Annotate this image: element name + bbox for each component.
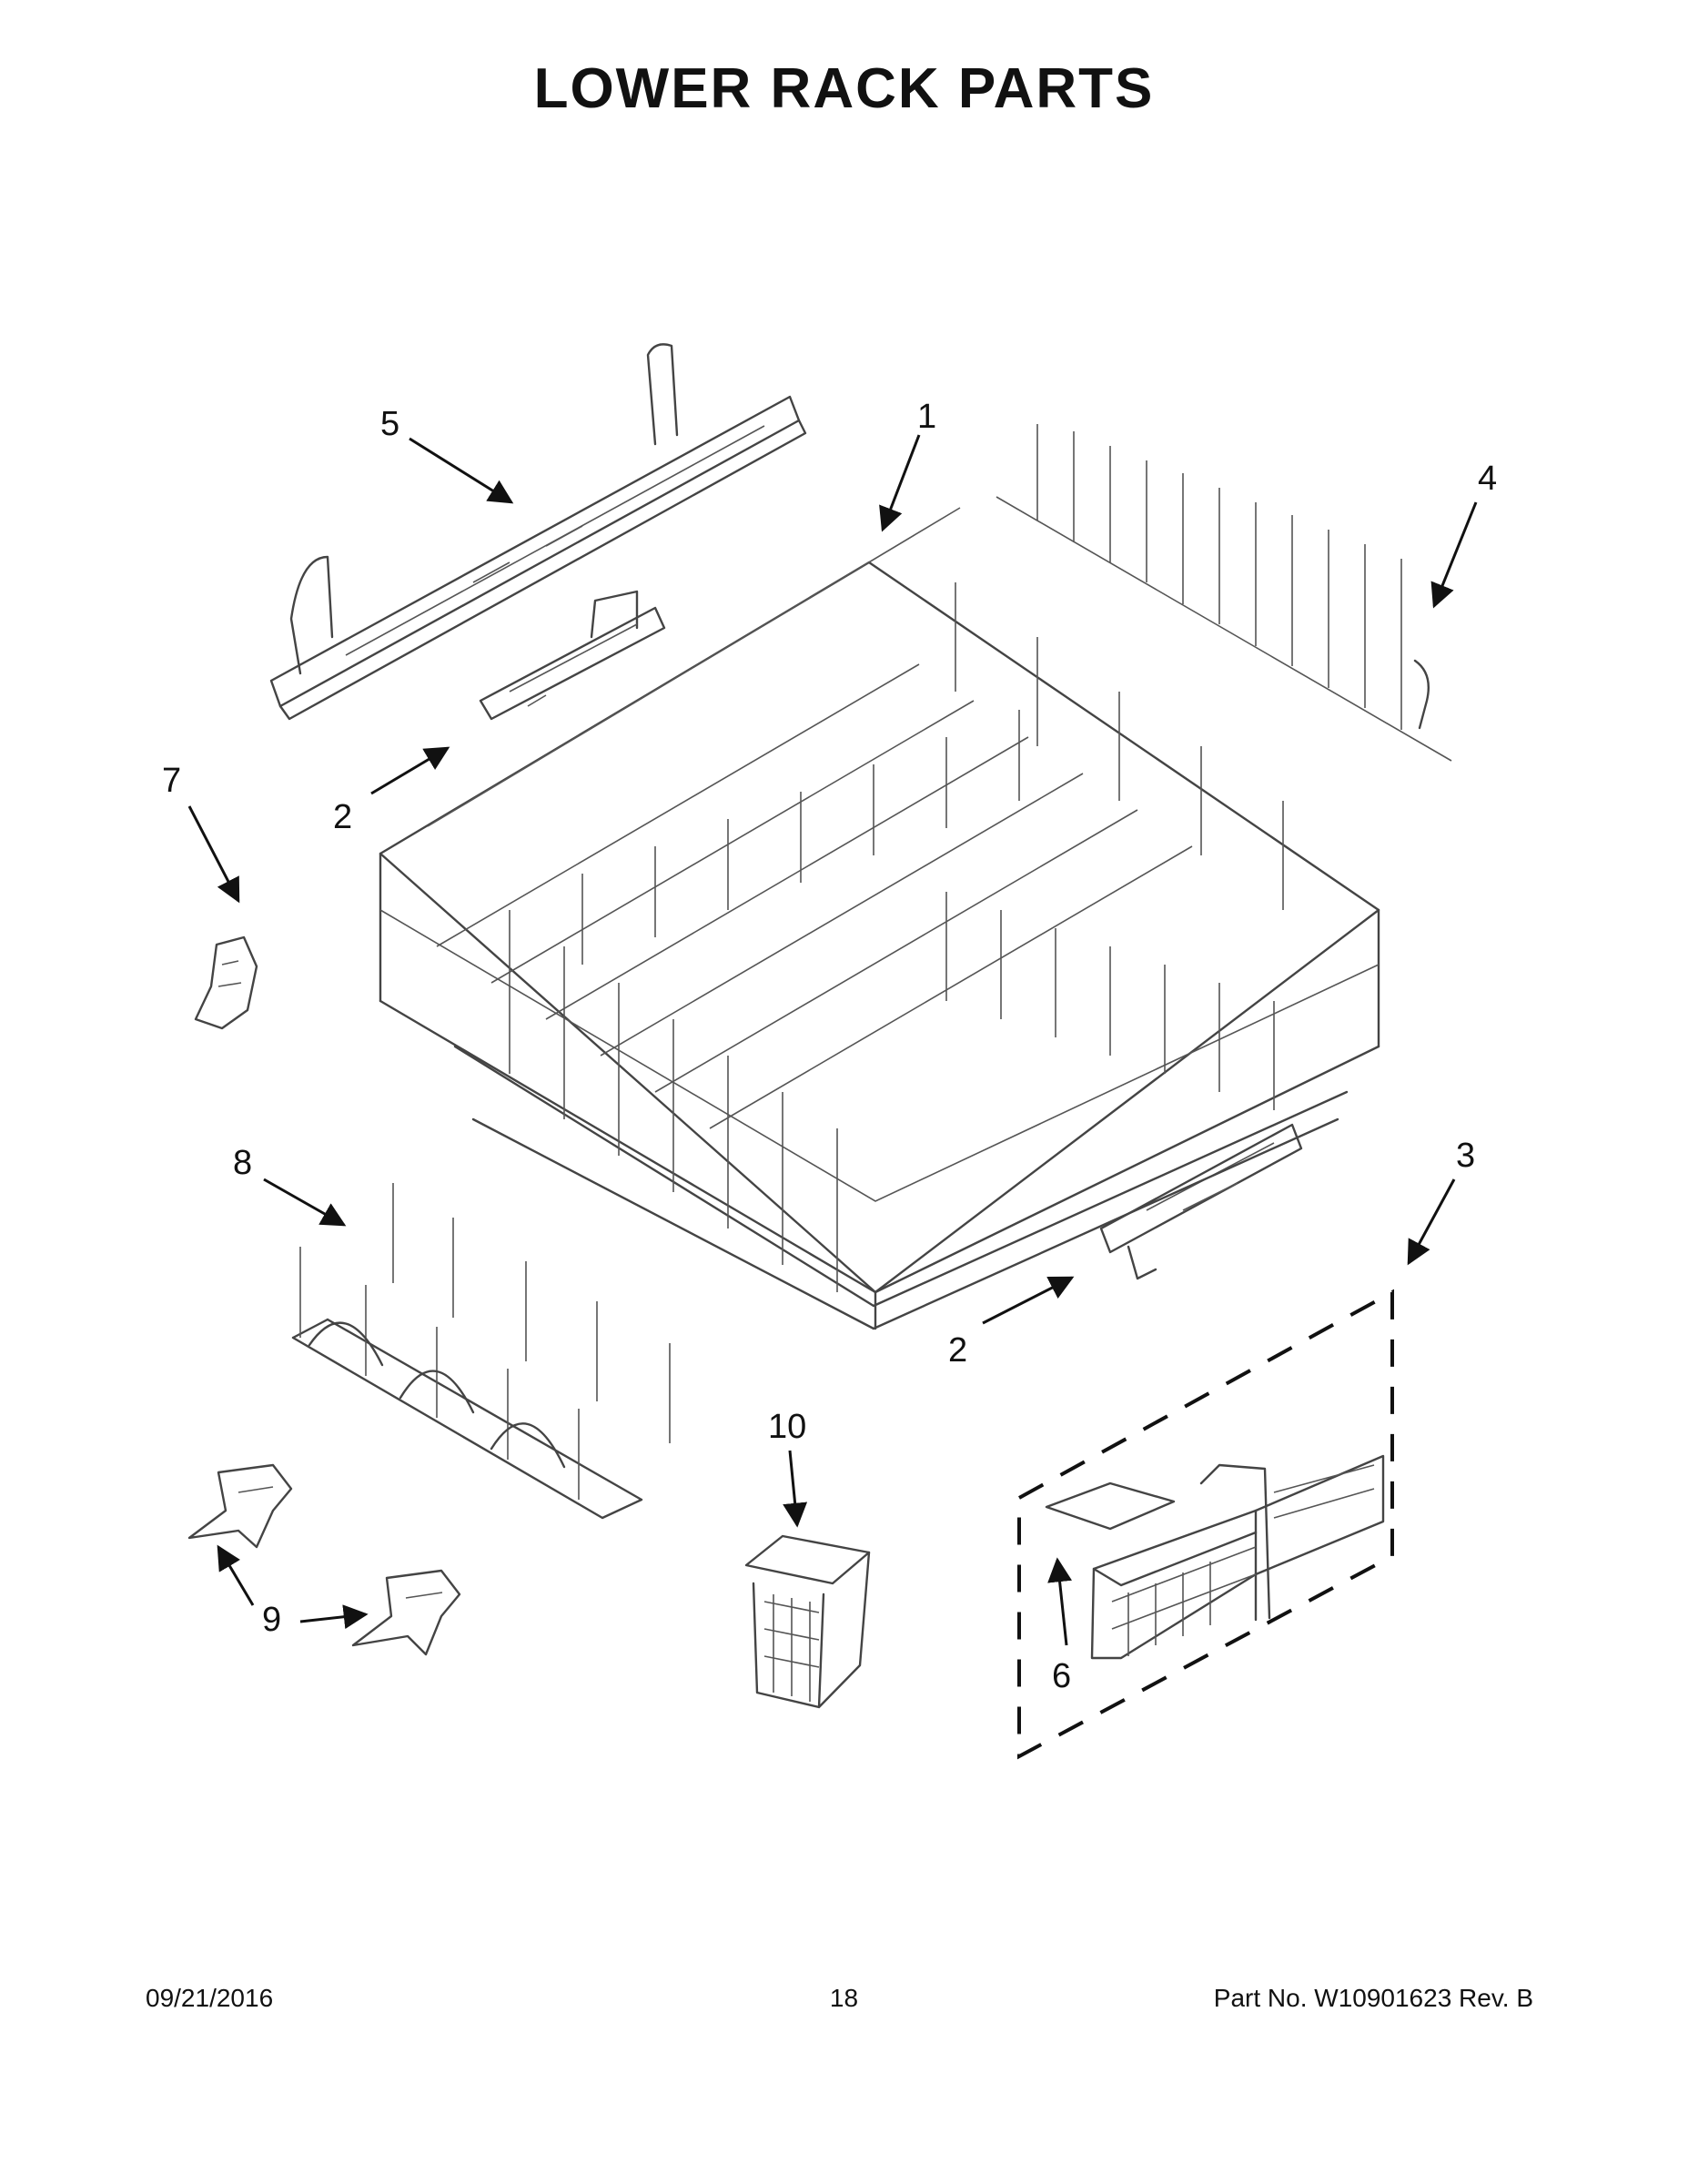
callout-2-upper: 2 bbox=[333, 798, 352, 836]
callout-3: 3 bbox=[1456, 1137, 1475, 1175]
leader-2-upper bbox=[370, 746, 450, 795]
leader-2-lower bbox=[982, 1276, 1075, 1325]
footer-page-number: 18 bbox=[829, 1984, 859, 2012]
leader-9b bbox=[299, 1604, 369, 1630]
page-title: LOWER RACK PARTS bbox=[533, 57, 1155, 120]
part-4-tub-wall[interactable] bbox=[996, 424, 1452, 762]
leader-9a bbox=[217, 1544, 255, 1606]
footer-date: 09/21/2016 bbox=[146, 1984, 274, 2012]
callout-9: 9 bbox=[262, 1601, 281, 1639]
callout-4: 4 bbox=[1478, 460, 1497, 498]
leader-10 bbox=[783, 1450, 808, 1528]
part-1-lower-rack[interactable] bbox=[379, 507, 1380, 1330]
leader-1 bbox=[879, 434, 921, 532]
leader-5 bbox=[409, 437, 514, 504]
leader-6 bbox=[1047, 1557, 1072, 1646]
part-3-group-boundary bbox=[1017, 1289, 1394, 1760]
part-2-lower-bracket[interactable] bbox=[1099, 1123, 1303, 1280]
leader-8 bbox=[263, 1178, 347, 1227]
part-7-clip[interactable] bbox=[194, 935, 258, 1030]
callout-5: 5 bbox=[380, 405, 399, 443]
callout-7: 7 bbox=[162, 762, 181, 800]
part-5-rack-rail[interactable] bbox=[269, 343, 807, 721]
part-8-tine-row[interactable] bbox=[291, 1183, 671, 1520]
callout-2-lower: 2 bbox=[948, 1331, 967, 1370]
leader-3 bbox=[1407, 1178, 1456, 1266]
footer-part-number: Part No. W10901623 Rev. B bbox=[1213, 1984, 1533, 2012]
part-9-clip-a[interactable] bbox=[187, 1463, 293, 1549]
callout-8: 8 bbox=[233, 1144, 252, 1182]
part-2-upper-bracket[interactable] bbox=[479, 590, 666, 721]
leader-7 bbox=[187, 805, 240, 904]
leader-4 bbox=[1430, 501, 1478, 609]
callout-10: 10 bbox=[768, 1408, 806, 1446]
callout-1: 1 bbox=[917, 398, 936, 436]
part-10-basket[interactable] bbox=[744, 1534, 871, 1709]
part-6-silverware-basket[interactable] bbox=[1045, 1454, 1385, 1660]
callout-6: 6 bbox=[1052, 1657, 1071, 1695]
part-9-clip-b[interactable] bbox=[351, 1569, 461, 1656]
